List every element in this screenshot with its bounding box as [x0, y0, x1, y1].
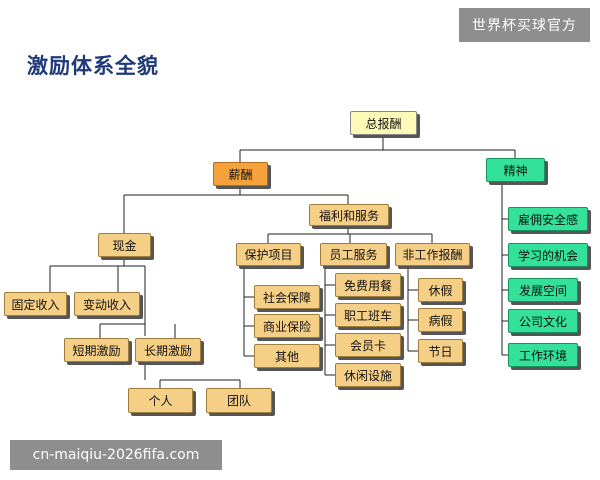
node-vacation: 休假 — [418, 278, 463, 302]
node-social-security: 社会保障 — [254, 285, 320, 309]
node-member-card: 会员卡 — [335, 333, 401, 357]
node-sick-leave: 病假 — [418, 308, 463, 332]
node-other: 其他 — [254, 344, 320, 368]
node-team: 团队 — [206, 388, 272, 413]
page-title: 激励体系全貌 — [27, 54, 159, 78]
node-individual: 个人 — [128, 388, 193, 413]
node-non-work-pay: 非工作报酬 — [395, 243, 470, 266]
node-long-term-incentive: 长期激励 — [135, 338, 201, 362]
watermark-top-right: 世界杯买球官方 — [459, 8, 590, 42]
node-company-culture: 公司文化 — [508, 309, 578, 333]
node-commercial-insurance: 商业保险 — [254, 314, 320, 338]
node-protection-programs: 保护项目 — [236, 243, 301, 266]
node-cash: 现金 — [98, 233, 151, 257]
node-fixed-income: 固定收入 — [4, 292, 67, 316]
node-leisure-facilities: 休闲设施 — [335, 363, 401, 387]
node-free-meals: 免费用餐 — [335, 273, 401, 297]
node-shuttle-bus: 职工班车 — [335, 303, 401, 327]
node-welfare-services: 福利和服务 — [309, 204, 389, 226]
node-learning-opportunity: 学习的机会 — [508, 243, 588, 267]
node-short-term-incentive: 短期激励 — [64, 338, 129, 362]
node-work-environment: 工作环境 — [508, 343, 578, 367]
node-total-compensation: 总报酬 — [350, 111, 417, 135]
node-development-space: 发展空间 — [508, 278, 578, 302]
node-salary: 薪酬 — [213, 162, 268, 186]
node-employment-security: 雇佣安全感 — [508, 207, 588, 231]
node-employee-services: 员工服务 — [320, 243, 387, 266]
node-spirit: 精神 — [486, 158, 545, 182]
watermark-bottom-left: cn-maiqiu-2026fifa.com — [10, 440, 222, 470]
node-holidays: 节日 — [418, 339, 463, 363]
node-variable-income: 变动收入 — [74, 292, 140, 316]
